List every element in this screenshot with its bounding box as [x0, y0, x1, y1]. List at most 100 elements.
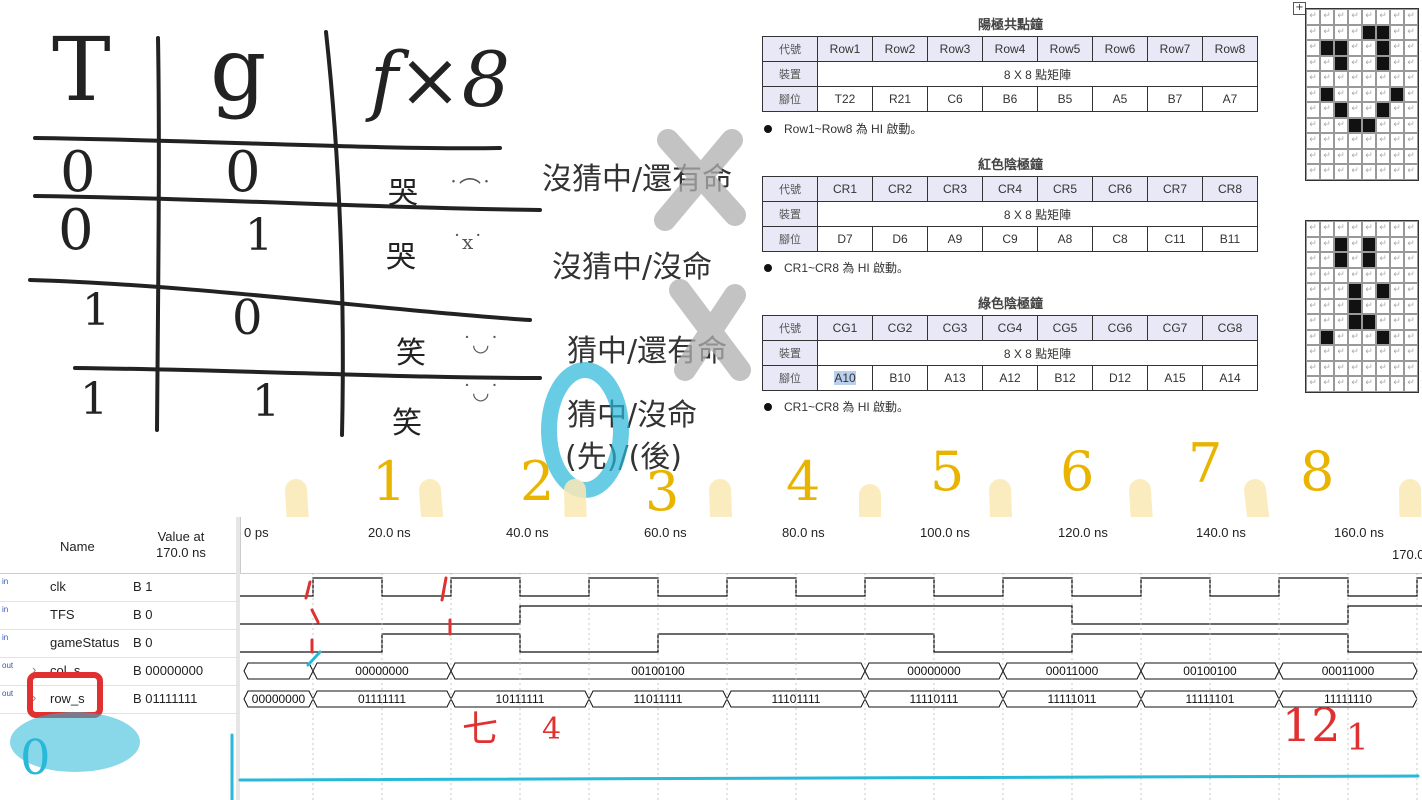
matrix-cell: ↵	[1404, 314, 1418, 330]
matrix-cell: ↵	[1404, 267, 1418, 283]
signal-value: B 0	[133, 635, 153, 650]
col-cell: CR1	[817, 176, 873, 202]
splitter[interactable]	[236, 517, 240, 800]
expand-chevron-icon[interactable]: ›	[32, 662, 37, 677]
matrix-cell: ↵	[1390, 55, 1404, 71]
yellow-number-2: 2	[520, 450, 555, 513]
matrix-cell: ↵	[1362, 55, 1376, 71]
matrix-cell: ↵	[1404, 133, 1418, 149]
matrix-cell: ↵	[1348, 252, 1362, 268]
matrix-cell: ↵	[1306, 314, 1320, 330]
matrix-cell: ↵	[1404, 117, 1418, 133]
value-column-header[interactable]: Value at 170.0 ns	[156, 529, 206, 560]
pin-cell: C11	[1147, 226, 1203, 252]
matrix-cell: ↵	[1376, 252, 1390, 268]
matrix-cell: ↵	[1306, 283, 1320, 299]
pin-cell: T22	[817, 86, 873, 112]
matrix-cell: ↵	[1320, 164, 1334, 180]
device-label: 裝置	[762, 340, 818, 366]
matrix-cell: ↵	[1362, 71, 1376, 87]
dot-matrix-bottom: ↵↵↵↵↵↵↵↵↵↵↵↵↵↵↵↵↵↵↵↵↵↵↵↵↵↵↵↵↵↵↵↵↵↵↵↵↵↵↵↵…	[1305, 220, 1419, 393]
pin-cell: B10	[872, 365, 928, 391]
row3-emoticon: ˙◡˙	[462, 332, 500, 356]
time-tick: 170.0	[1392, 547, 1422, 562]
matrix-cell	[1348, 298, 1362, 314]
matrix-cell: ↵	[1390, 24, 1404, 40]
matrix-cell: ↵	[1320, 283, 1334, 299]
matrix-cell: ↵	[1306, 267, 1320, 283]
col-cell: CR5	[1037, 176, 1093, 202]
pin-cell: A15	[1147, 365, 1203, 391]
matrix-cell: ↵	[1404, 102, 1418, 118]
col-cell: CR7	[1147, 176, 1203, 202]
cyan-highlight-blob	[10, 712, 140, 772]
row2-g: 1	[245, 210, 273, 261]
matrix-cell: ↵	[1320, 314, 1334, 330]
matrix-cell: ↵	[1362, 267, 1376, 283]
matrix-cell: ↵	[1390, 40, 1404, 56]
output-pin-icon: out	[2, 689, 14, 698]
signal-name: clk	[50, 579, 66, 594]
cyan-note-zero: 0	[20, 730, 51, 786]
matrix-cell: ↵	[1306, 164, 1320, 180]
matrix-cell: ↵	[1404, 9, 1418, 25]
matrix-cell: ↵	[1390, 376, 1404, 392]
row1-t: 0	[60, 140, 96, 205]
matrix-cell: ↵	[1348, 360, 1362, 376]
pin-table-2-note: CR1~CR8 為 HI 啟動。	[764, 259, 909, 276]
pin-cell: B6	[982, 86, 1038, 112]
matrix-cell: ↵	[1362, 376, 1376, 392]
matrix-cell: ↵	[1376, 314, 1390, 330]
matrix-cell: ↵	[1376, 236, 1390, 252]
pin-label: 腳位	[762, 226, 818, 252]
pin-cell: D7	[817, 226, 873, 252]
matrix-cell: ↵	[1320, 148, 1334, 164]
matrix-cell: ↵	[1376, 360, 1390, 376]
matrix-cell: ↵	[1362, 164, 1376, 180]
matrix-cell: ↵	[1320, 345, 1334, 361]
matrix-cell: ↵	[1306, 102, 1320, 118]
matrix-cell: ↵	[1320, 267, 1334, 283]
matrix-cell: ↵	[1390, 102, 1404, 118]
matrix-cell: ↵	[1348, 102, 1362, 118]
signal-name: TFS	[50, 607, 75, 622]
name-column-header[interactable]: Name	[60, 539, 95, 554]
matrix-cell: ↵	[1404, 86, 1418, 102]
matrix-cell: ↵	[1306, 345, 1320, 361]
row-s-value-label: 00000000	[252, 692, 306, 706]
matrix-cell: ↵	[1320, 24, 1334, 40]
signal-value: B 00000000	[133, 663, 204, 678]
col-cell: Row6	[1092, 36, 1148, 62]
matrix-cell: ↵	[1334, 133, 1348, 149]
matrix-cell: ↵	[1390, 71, 1404, 87]
col-cell: CR6	[1092, 176, 1148, 202]
col-s-segment	[1278, 662, 1418, 680]
time-tick: 80.0 ns	[782, 525, 825, 540]
col-s-value-label: 00011000	[1046, 664, 1099, 678]
expand-chevron-icon[interactable]: ›	[32, 690, 37, 705]
pin-cell: D12	[1092, 365, 1148, 391]
matrix-cell: ↵	[1320, 71, 1334, 87]
matrix-cell: ↵	[1348, 24, 1362, 40]
col-s-value-label: 00011000	[1322, 664, 1375, 678]
device-cell: 8 X 8 點矩陣	[817, 340, 1258, 366]
row4-t: 1	[80, 374, 108, 425]
time-tick: 120.0 ns	[1058, 525, 1108, 540]
col-cell: Row2	[872, 36, 928, 62]
matrix-cell: ↵	[1404, 252, 1418, 268]
pin-cell: C6	[927, 86, 983, 112]
matrix-cell: ↵	[1376, 345, 1390, 361]
matrix-cell: ↵	[1362, 86, 1376, 102]
matrix-cell: ↵	[1404, 221, 1418, 237]
matrix-cell	[1348, 117, 1362, 133]
matrix-cell: ↵	[1334, 345, 1348, 361]
device-label: 裝置	[762, 61, 818, 87]
matrix-cell: ↵	[1348, 376, 1362, 392]
col-cell: CR4	[982, 176, 1038, 202]
matrix-cell: ↵	[1348, 236, 1362, 252]
